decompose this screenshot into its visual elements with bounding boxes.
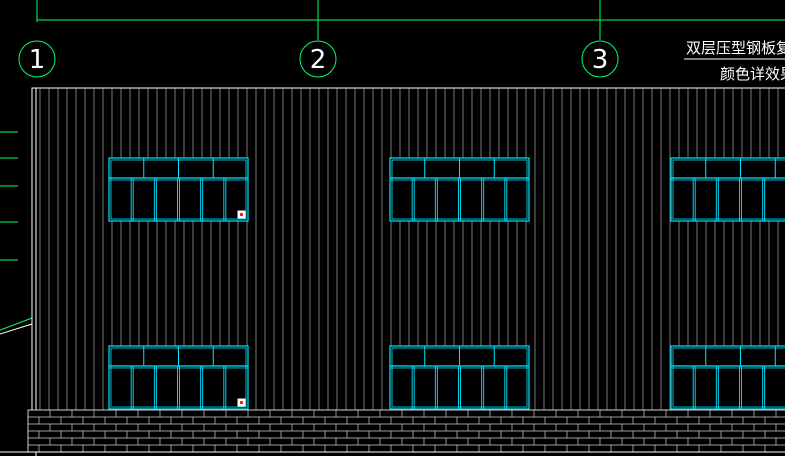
window-frame bbox=[670, 157, 785, 222]
window-2 bbox=[670, 157, 785, 222]
grid-axis-label-2: 2 bbox=[310, 45, 327, 75]
window-0 bbox=[108, 157, 249, 222]
leader-slant bbox=[0, 317, 33, 331]
leader-slant bbox=[0, 323, 33, 335]
grid-axis-2: 2 bbox=[299, 40, 337, 78]
note-line-1: 双层压型钢板复合 bbox=[686, 39, 785, 57]
brick-plinth bbox=[0, 409, 785, 453]
window-group bbox=[108, 157, 785, 410]
note-line-2: 颜色详效果 bbox=[720, 65, 785, 83]
left-leader-ticks bbox=[0, 131, 33, 335]
grid-axis-label-1: 1 bbox=[29, 45, 46, 75]
window-marker-dot bbox=[240, 213, 243, 216]
window-frame bbox=[670, 345, 785, 410]
window-marker-dot bbox=[240, 401, 243, 404]
window-1 bbox=[389, 157, 530, 222]
grid-axis-label-3: 3 bbox=[592, 45, 609, 75]
window-5 bbox=[670, 345, 785, 410]
grid-axis-3: 3 bbox=[581, 40, 619, 78]
window-3 bbox=[108, 345, 249, 410]
window-4 bbox=[389, 345, 530, 410]
grid-axis-1: 1 bbox=[18, 40, 56, 78]
